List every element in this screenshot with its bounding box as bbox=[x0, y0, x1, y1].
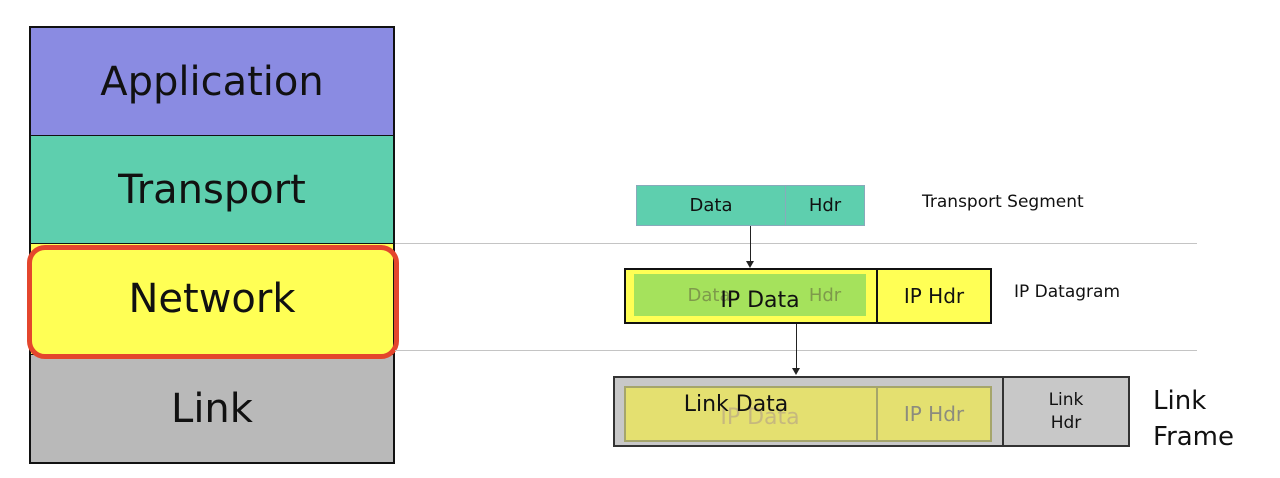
datagram-inner-hdr: Hdr bbox=[784, 274, 866, 316]
layer-application-label: Application bbox=[100, 58, 324, 105]
ip-datagram-label: IP Datagram bbox=[1014, 282, 1121, 302]
link-frame-ip-divider bbox=[876, 386, 878, 442]
link-frame-ip-box bbox=[624, 386, 992, 442]
layer-transport-label: Transport bbox=[118, 166, 306, 213]
arrow-line bbox=[796, 324, 797, 369]
segment-hdr-label: Hdr bbox=[808, 195, 842, 216]
link-hdr-box: Link Hdr bbox=[1004, 378, 1128, 445]
layer-transport: Transport bbox=[29, 136, 395, 244]
link-frame-ip-data: IP Data bbox=[720, 404, 800, 430]
link-hdr-divider bbox=[1002, 376, 1004, 447]
link-hdr-line2: Hdr bbox=[1050, 412, 1082, 433]
transport-segment-label: Transport Segment bbox=[922, 192, 1084, 212]
layer-application: Application bbox=[29, 26, 395, 136]
segment-data-label: Data bbox=[689, 195, 733, 216]
layer-network-label: Network bbox=[128, 276, 296, 322]
ip-hdr-label: IP Hdr bbox=[903, 284, 965, 308]
arrow-line bbox=[750, 226, 751, 262]
segment-data-box: Data bbox=[636, 185, 786, 226]
ip-data-label: IP Data bbox=[720, 287, 800, 313]
link-frame-label: Link Frame bbox=[1153, 384, 1263, 456]
datagram-inner-data-label: Data bbox=[687, 284, 731, 306]
layer-link: Link bbox=[29, 354, 395, 464]
arrow-head-icon bbox=[792, 368, 800, 375]
separator-line bbox=[395, 243, 1197, 244]
segment-hdr-box: Hdr bbox=[785, 185, 865, 226]
arrow-head-icon bbox=[746, 261, 754, 268]
link-data-label: Link Data bbox=[683, 391, 789, 417]
datagram-inner-hdr-label: Hdr bbox=[808, 284, 842, 306]
link-frame-ip-hdr: IP Hdr bbox=[903, 402, 965, 426]
layer-network: Network bbox=[29, 244, 395, 354]
link-frame-label-line1: Link bbox=[1153, 386, 1207, 416]
datagram-divider bbox=[876, 268, 878, 324]
link-frame-label-line2: Frame bbox=[1153, 421, 1235, 452]
datagram-inner-data: Data bbox=[634, 274, 784, 316]
layer-link-label: Link bbox=[171, 385, 253, 432]
link-hdr-line1: Link bbox=[1048, 389, 1084, 410]
